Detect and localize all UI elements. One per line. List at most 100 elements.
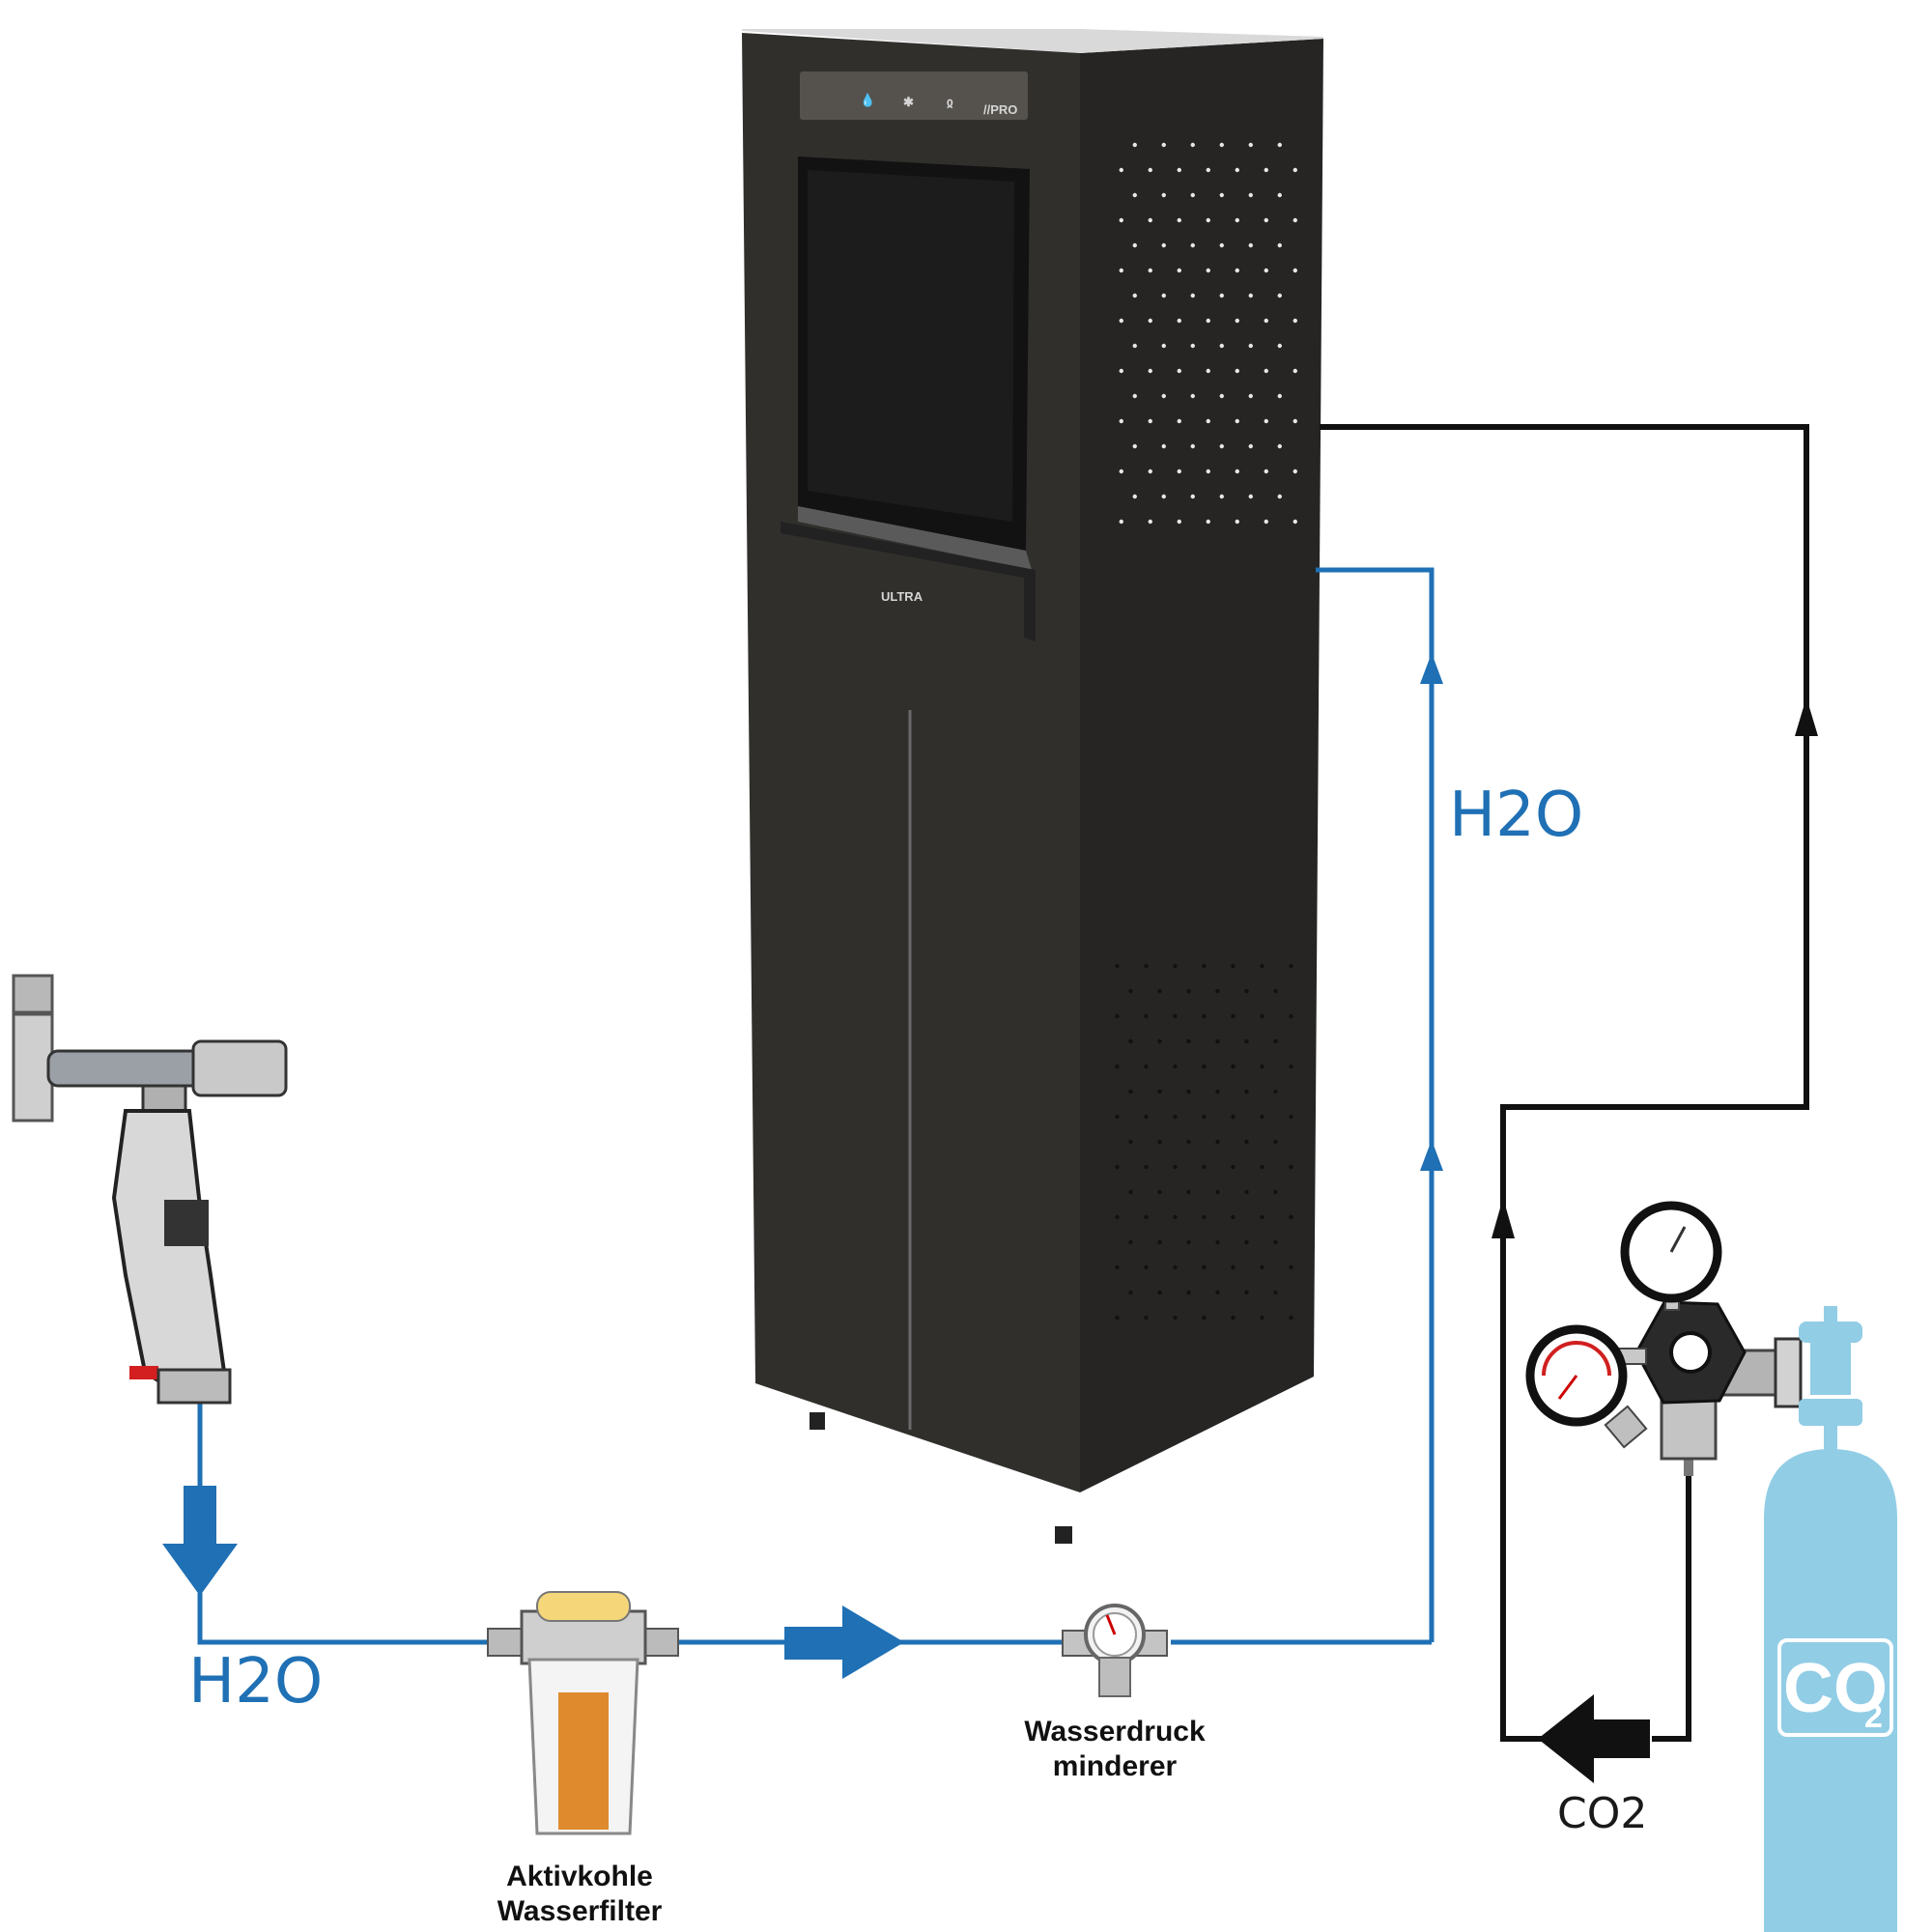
perforation-dot bbox=[1289, 1064, 1293, 1069]
perforation-dot bbox=[1132, 343, 1137, 349]
perforation-dot bbox=[1161, 343, 1166, 349]
perforation-dot bbox=[1157, 1290, 1162, 1295]
perforation-dot bbox=[1264, 318, 1268, 324]
perforation-dot bbox=[1190, 393, 1195, 399]
water-pressure-reducer-icon bbox=[1062, 1604, 1168, 1697]
cabinet-brand-label: //PRO bbox=[983, 102, 1017, 117]
perforation-dot bbox=[1235, 368, 1239, 374]
perforation-dot bbox=[1235, 318, 1239, 324]
cylinder-badge-sub: 2 bbox=[1864, 1698, 1883, 1735]
perforation-dot bbox=[1248, 494, 1253, 499]
perforation-dot bbox=[1173, 1164, 1178, 1170]
perforation-dot bbox=[1206, 318, 1210, 324]
wall-valve-icon bbox=[12, 974, 288, 1405]
perforation-dot bbox=[1186, 1290, 1191, 1295]
perforation-dot bbox=[1148, 268, 1152, 273]
perforation-dot bbox=[1273, 988, 1278, 994]
perforation-dot bbox=[1206, 268, 1210, 273]
perforation-dot bbox=[1248, 192, 1253, 198]
perforation-dot bbox=[1173, 1264, 1178, 1270]
water-flow-arrow-down bbox=[162, 1486, 238, 1596]
perforation-dot bbox=[1260, 1114, 1264, 1120]
perforation-dot bbox=[1190, 192, 1195, 198]
filter-label-line2: Wasserfilter bbox=[497, 1895, 663, 1927]
perforation-dot bbox=[1248, 293, 1253, 298]
perforation-dot bbox=[1277, 393, 1282, 399]
perforation-dot bbox=[1161, 142, 1166, 148]
perforation-dot bbox=[1215, 1239, 1220, 1245]
perforation-dot bbox=[1115, 1214, 1120, 1220]
perforation-dot bbox=[1219, 393, 1224, 399]
perforation-dot bbox=[1235, 519, 1239, 525]
perforation-dot bbox=[1128, 988, 1133, 994]
perforation-dot bbox=[1202, 1013, 1207, 1019]
perforation-dot bbox=[1202, 963, 1207, 969]
water-flow-arrow-up-lower bbox=[1420, 1140, 1443, 1171]
perforation-dot bbox=[1206, 368, 1210, 374]
perforation-dot bbox=[1293, 368, 1297, 374]
perforation-dot bbox=[1219, 494, 1224, 499]
co2-flow-arrow-left bbox=[1538, 1694, 1650, 1783]
perforation-dot bbox=[1119, 418, 1123, 424]
perforation-dot bbox=[1264, 268, 1268, 273]
water-dispenser-cabinet: 💧 ✱ ჲ //PRO ULTRA bbox=[742, 29, 1323, 1544]
control-panel: 💧 ✱ ჲ //PRO bbox=[800, 71, 1028, 120]
perforation-dot bbox=[1215, 1089, 1220, 1094]
perforation-dot bbox=[1148, 418, 1152, 424]
perforation-dot bbox=[1119, 469, 1123, 474]
perforation-dot bbox=[1277, 443, 1282, 449]
perforation-dot bbox=[1289, 1013, 1293, 1019]
perforation-dot bbox=[1289, 1164, 1293, 1170]
perforation-dot bbox=[1219, 343, 1224, 349]
perforation-dot bbox=[1202, 1064, 1207, 1069]
perforation-dot bbox=[1273, 1089, 1278, 1094]
perforation-dot bbox=[1231, 1013, 1236, 1019]
bubble-icon: ჲ bbox=[947, 95, 953, 109]
perforation-dot bbox=[1132, 293, 1137, 298]
perforation-dot bbox=[1289, 1315, 1293, 1321]
perforation-dot bbox=[1132, 192, 1137, 198]
reducer-label-line1: Wasserdruck bbox=[1024, 1716, 1206, 1747]
perforation-dot bbox=[1132, 443, 1137, 449]
perforation-dot bbox=[1264, 217, 1268, 223]
perforation-dot bbox=[1215, 988, 1220, 994]
co2-flow-arrow-up bbox=[1795, 697, 1818, 736]
perforation-dot bbox=[1244, 1139, 1249, 1145]
perforation-dot bbox=[1273, 1290, 1278, 1295]
co2-line bbox=[1320, 424, 1809, 1742]
perforation-dot bbox=[1260, 1064, 1264, 1069]
perforation-dot bbox=[1244, 1290, 1249, 1295]
perforation-dot bbox=[1231, 963, 1236, 969]
perforation-dot bbox=[1148, 469, 1152, 474]
perforation-dot bbox=[1144, 1264, 1149, 1270]
perforation-dot bbox=[1148, 318, 1152, 324]
perforation-dot bbox=[1244, 1089, 1249, 1094]
perforation-dot bbox=[1148, 368, 1152, 374]
perforation-dot bbox=[1157, 1038, 1162, 1044]
perforation-dot bbox=[1128, 1239, 1133, 1245]
h2o-label-upper: H2O bbox=[1449, 780, 1583, 851]
perforation-dot bbox=[1119, 268, 1123, 273]
co2-flow-arrow-up-lower bbox=[1492, 1198, 1515, 1238]
perforation-dot bbox=[1206, 217, 1210, 223]
filter-label-line1: Aktivkohle bbox=[506, 1861, 653, 1892]
perforation-dot bbox=[1235, 268, 1239, 273]
perforation-dot bbox=[1248, 343, 1253, 349]
perforation-dot bbox=[1264, 418, 1268, 424]
perforation-dot bbox=[1231, 1214, 1236, 1220]
perforation-dot bbox=[1186, 1038, 1191, 1044]
perforation-dot bbox=[1264, 469, 1268, 474]
perforation-dot bbox=[1177, 519, 1181, 525]
perforation-dot bbox=[1206, 469, 1210, 474]
perforation-dot bbox=[1219, 242, 1224, 248]
perforation-dot bbox=[1190, 343, 1195, 349]
snowflake-icon: ✱ bbox=[903, 95, 914, 109]
perforation-dot bbox=[1186, 1089, 1191, 1094]
perforation-dot bbox=[1186, 1189, 1191, 1195]
perforation-dot bbox=[1231, 1064, 1236, 1069]
perforation-dot bbox=[1161, 494, 1166, 499]
perforation-dot bbox=[1219, 293, 1224, 298]
perforation-dot bbox=[1231, 1264, 1236, 1270]
perforation-dot bbox=[1157, 1189, 1162, 1195]
